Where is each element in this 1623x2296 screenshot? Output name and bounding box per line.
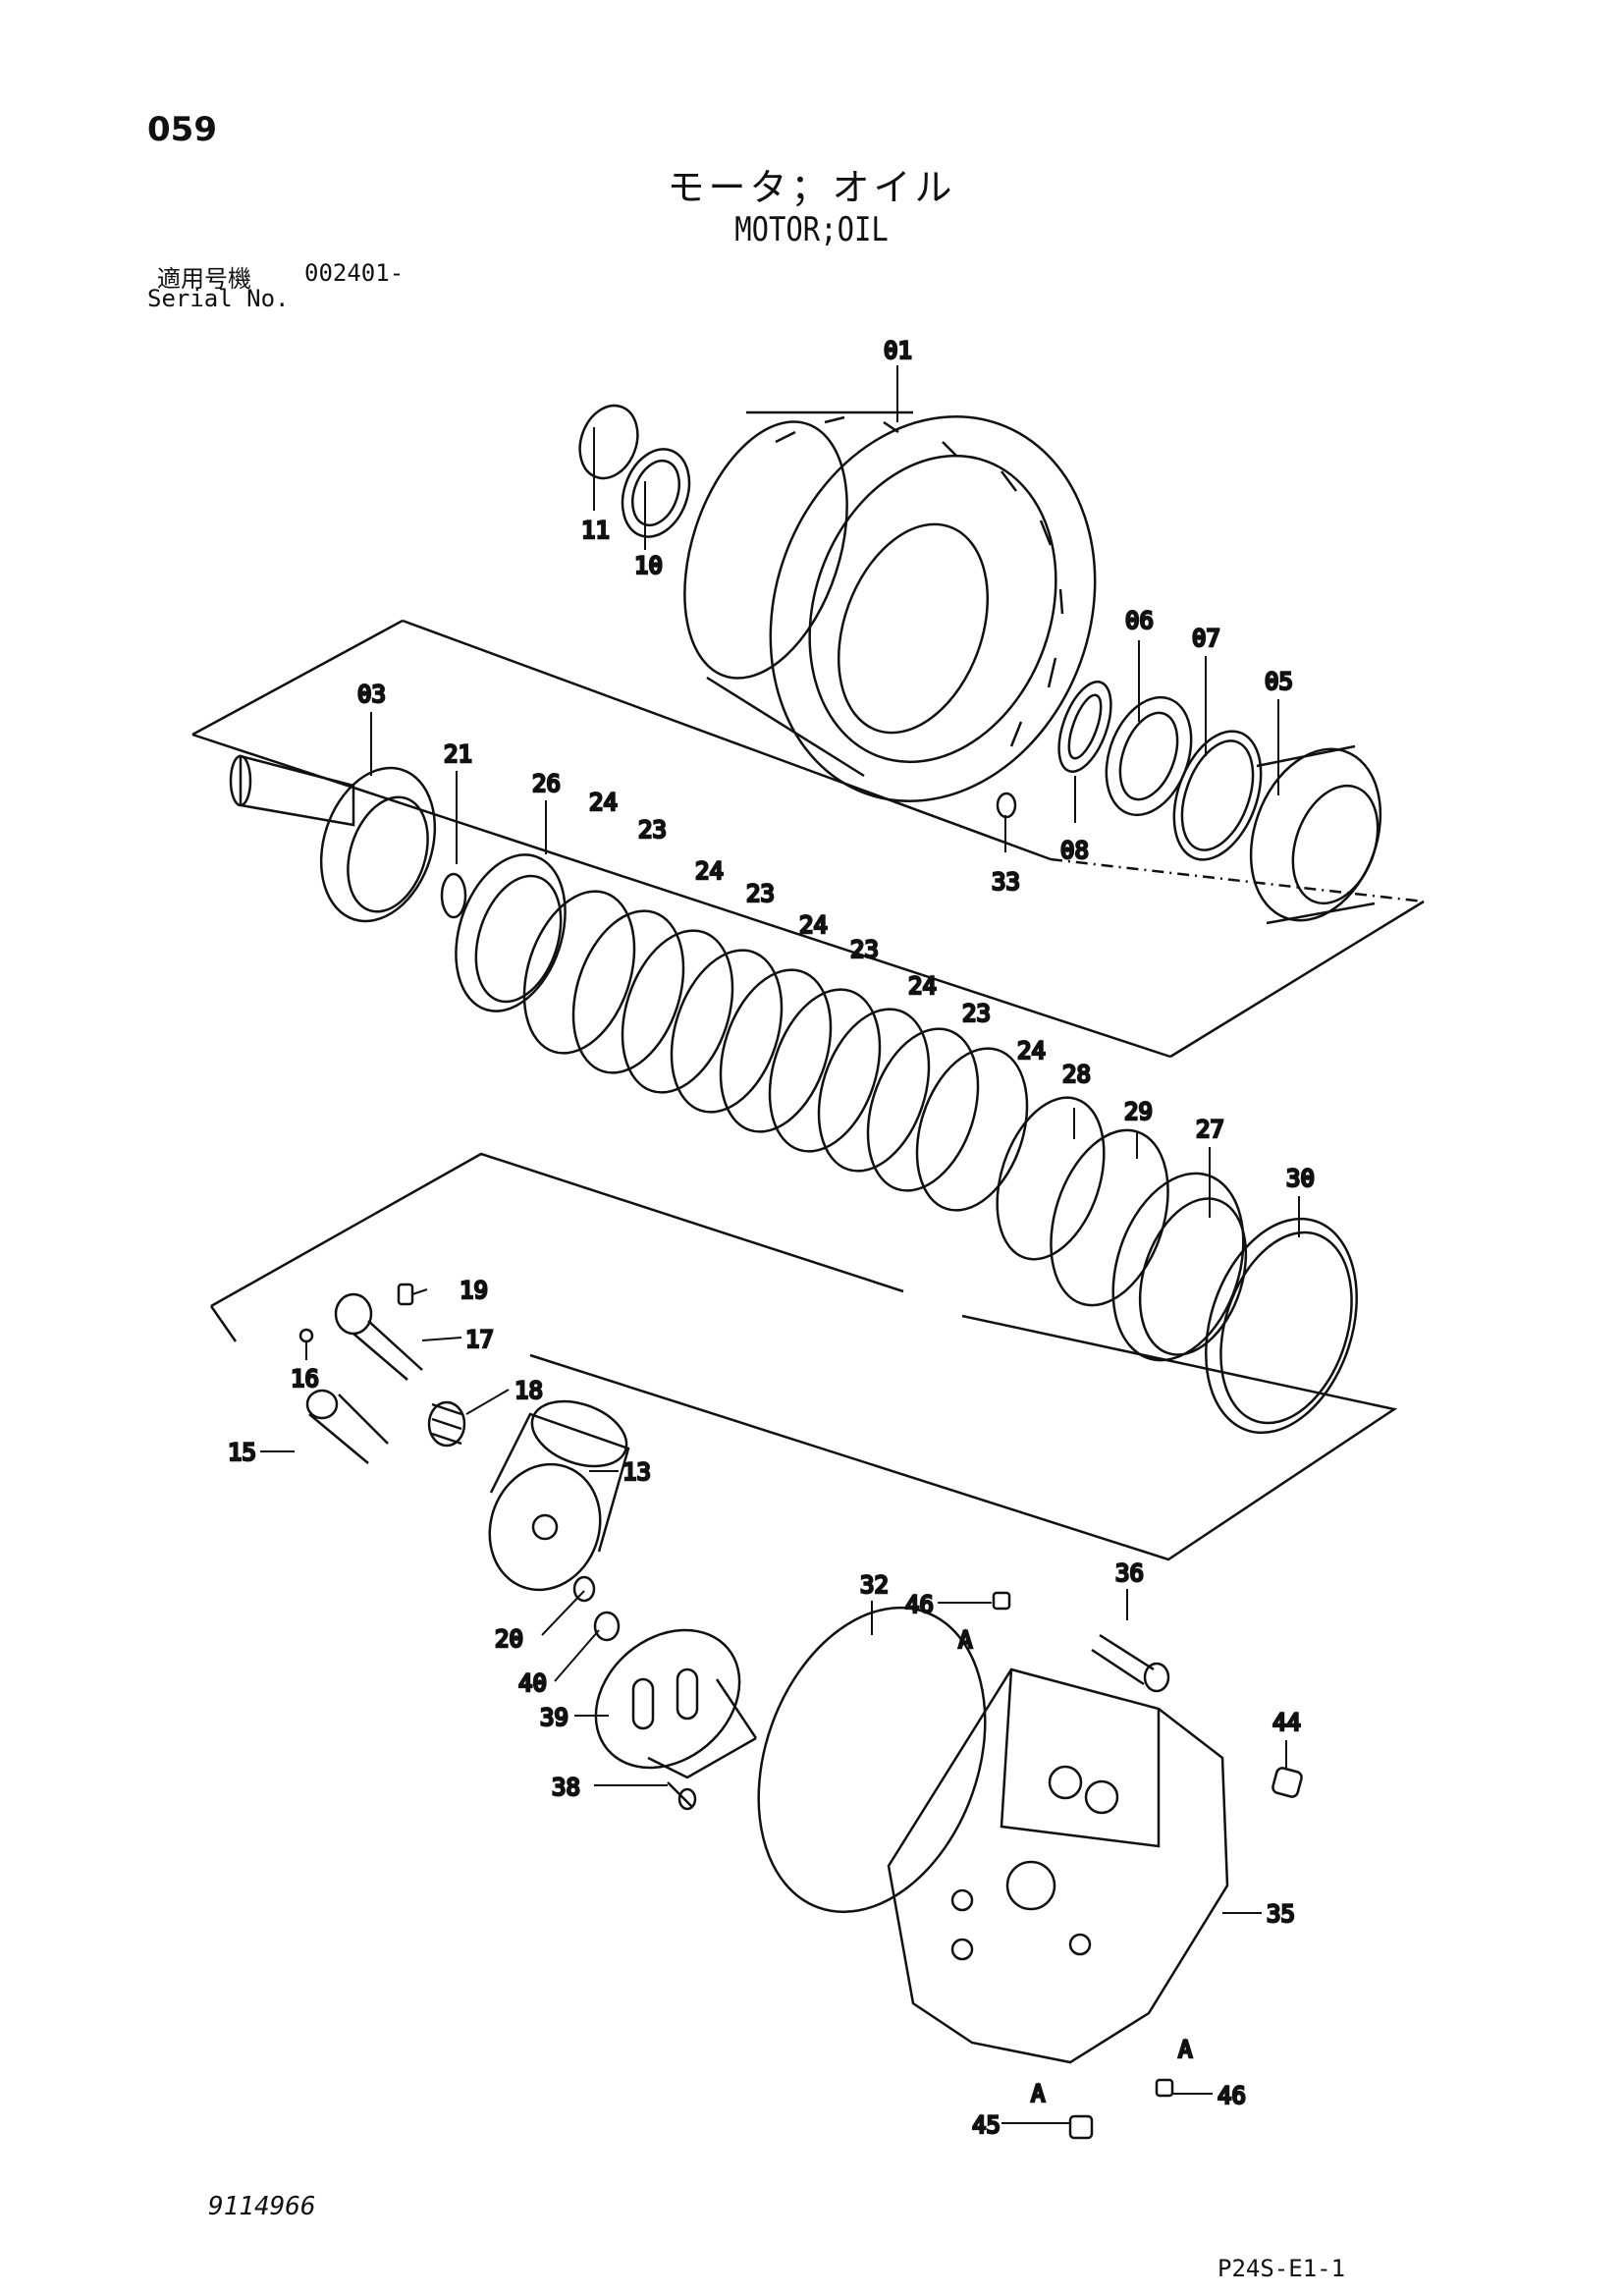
callout-40: 40: [518, 1669, 547, 1697]
upper-group-dashed-outline: [1050, 857, 1425, 903]
callout-24-a: 24: [589, 789, 618, 816]
callout-a-ref-3: A: [1031, 2080, 1046, 2107]
housing-part-01: [683, 410, 1097, 802]
piston-part-27: [1111, 1172, 1248, 1362]
leader-lines: [260, 365, 1300, 2124]
callout-24-d: 24: [908, 972, 937, 1000]
valve-part-17: [334, 1292, 423, 1381]
pin-part-38: [667, 1781, 697, 1811]
clutch-plates-stack: [522, 890, 1029, 1212]
plug-part-46-top: [992, 1591, 1011, 1611]
valve-plate-part-39: [594, 1628, 758, 1779]
callout-38: 38: [552, 1774, 580, 1801]
lower-group-outline: [209, 1152, 1398, 1561]
spring-part-18: [427, 1400, 466, 1448]
callout-15: 15: [228, 1439, 256, 1466]
callout-03: 03: [357, 681, 386, 708]
valve-housing-part-35: [887, 1667, 1229, 2064]
callout-39: 39: [540, 1704, 568, 1731]
callout-a-ref-2: A: [1178, 2036, 1193, 2063]
page-title-japanese: モータ；オイル: [667, 166, 956, 209]
callout-23-c: 23: [850, 936, 879, 963]
callout-06: 06: [1125, 607, 1154, 634]
callout-17: 17: [465, 1326, 494, 1353]
callout-45: 45: [972, 2111, 1001, 2139]
ring-part-28: [996, 1096, 1106, 1261]
callout-29: 29: [1124, 1098, 1153, 1125]
callout-16: 16: [291, 1365, 319, 1393]
ball-part-16: [298, 1328, 314, 1343]
callout-19: 19: [460, 1277, 488, 1304]
snap-ring-part-20: [572, 1575, 596, 1603]
o-ring-part-33: [996, 792, 1017, 819]
callout-24-c: 24: [799, 911, 828, 939]
snap-ring-part-11: [578, 404, 639, 480]
nut-part-08: [1057, 681, 1112, 773]
callout-24-e: 24: [1017, 1037, 1046, 1065]
bearing-part-06: [1105, 695, 1193, 817]
callout-13: 13: [622, 1458, 651, 1486]
callout-23-a: 23: [638, 816, 667, 844]
callout-10: 10: [634, 552, 663, 579]
ring-part-30: [1205, 1217, 1358, 1435]
callout-07: 07: [1192, 625, 1220, 652]
callout-26: 26: [532, 770, 561, 797]
oil-seal-part-10: [621, 448, 691, 538]
callout-11: 11: [581, 517, 610, 544]
bushing-part-40: [593, 1611, 621, 1642]
callout-24-b: 24: [695, 857, 724, 885]
callout-21: 21: [444, 740, 472, 768]
callout-28: 28: [1062, 1061, 1091, 1088]
callout-44: 44: [1272, 1709, 1301, 1736]
shaft-part-03: [229, 754, 437, 923]
plate-part-26: [455, 853, 567, 1012]
callout-30: 30: [1286, 1165, 1315, 1192]
upper-group-outline: [191, 619, 1425, 1059]
pin-part-19: [397, 1283, 414, 1306]
snap-ring-part-21: [440, 872, 467, 919]
ring-part-29: [1050, 1128, 1169, 1307]
page-number: 059: [147, 110, 217, 149]
plug-part-45: [1068, 2114, 1094, 2140]
ring-part-07: [1172, 730, 1263, 861]
bolt-part-36: [1091, 1633, 1170, 1693]
callout-35: 35: [1267, 1900, 1295, 1928]
callout-27: 27: [1196, 1116, 1224, 1143]
o-ring-part-32: [757, 1606, 987, 1914]
callout-33: 33: [992, 868, 1020, 896]
bearing-part-05: [1249, 744, 1382, 925]
page-code: P24S-E1-1: [1217, 2255, 1346, 2282]
callout-36: 36: [1115, 1559, 1144, 1587]
plug-part-46-bottom: [1155, 2078, 1174, 2098]
callout-46-a: 46: [905, 1591, 934, 1618]
serial-number-value: 002401-: [304, 259, 405, 287]
page-title-english: MOTOR;OIL: [734, 210, 889, 249]
plug-part-44: [1271, 1767, 1303, 1798]
serial-label-english: Serial No.: [147, 285, 290, 312]
callout-01: 01: [884, 337, 912, 364]
callout-46-b: 46: [1217, 2082, 1246, 2109]
drawing-number: 9114966: [208, 2192, 316, 2221]
callout-05: 05: [1265, 668, 1293, 695]
callout-a-ref-1: A: [958, 1626, 973, 1654]
serial-label-japanese: 適用号機: [157, 265, 251, 293]
callout-32: 32: [860, 1571, 889, 1599]
plunger-part-15: [305, 1389, 389, 1464]
callout-23-d: 23: [962, 1000, 991, 1027]
cylinder-block-part-13: [488, 1399, 630, 1592]
callout-23-b: 23: [746, 880, 775, 907]
callout-08: 08: [1060, 837, 1089, 864]
callout-20: 20: [495, 1625, 523, 1653]
callout-18: 18: [514, 1377, 543, 1404]
